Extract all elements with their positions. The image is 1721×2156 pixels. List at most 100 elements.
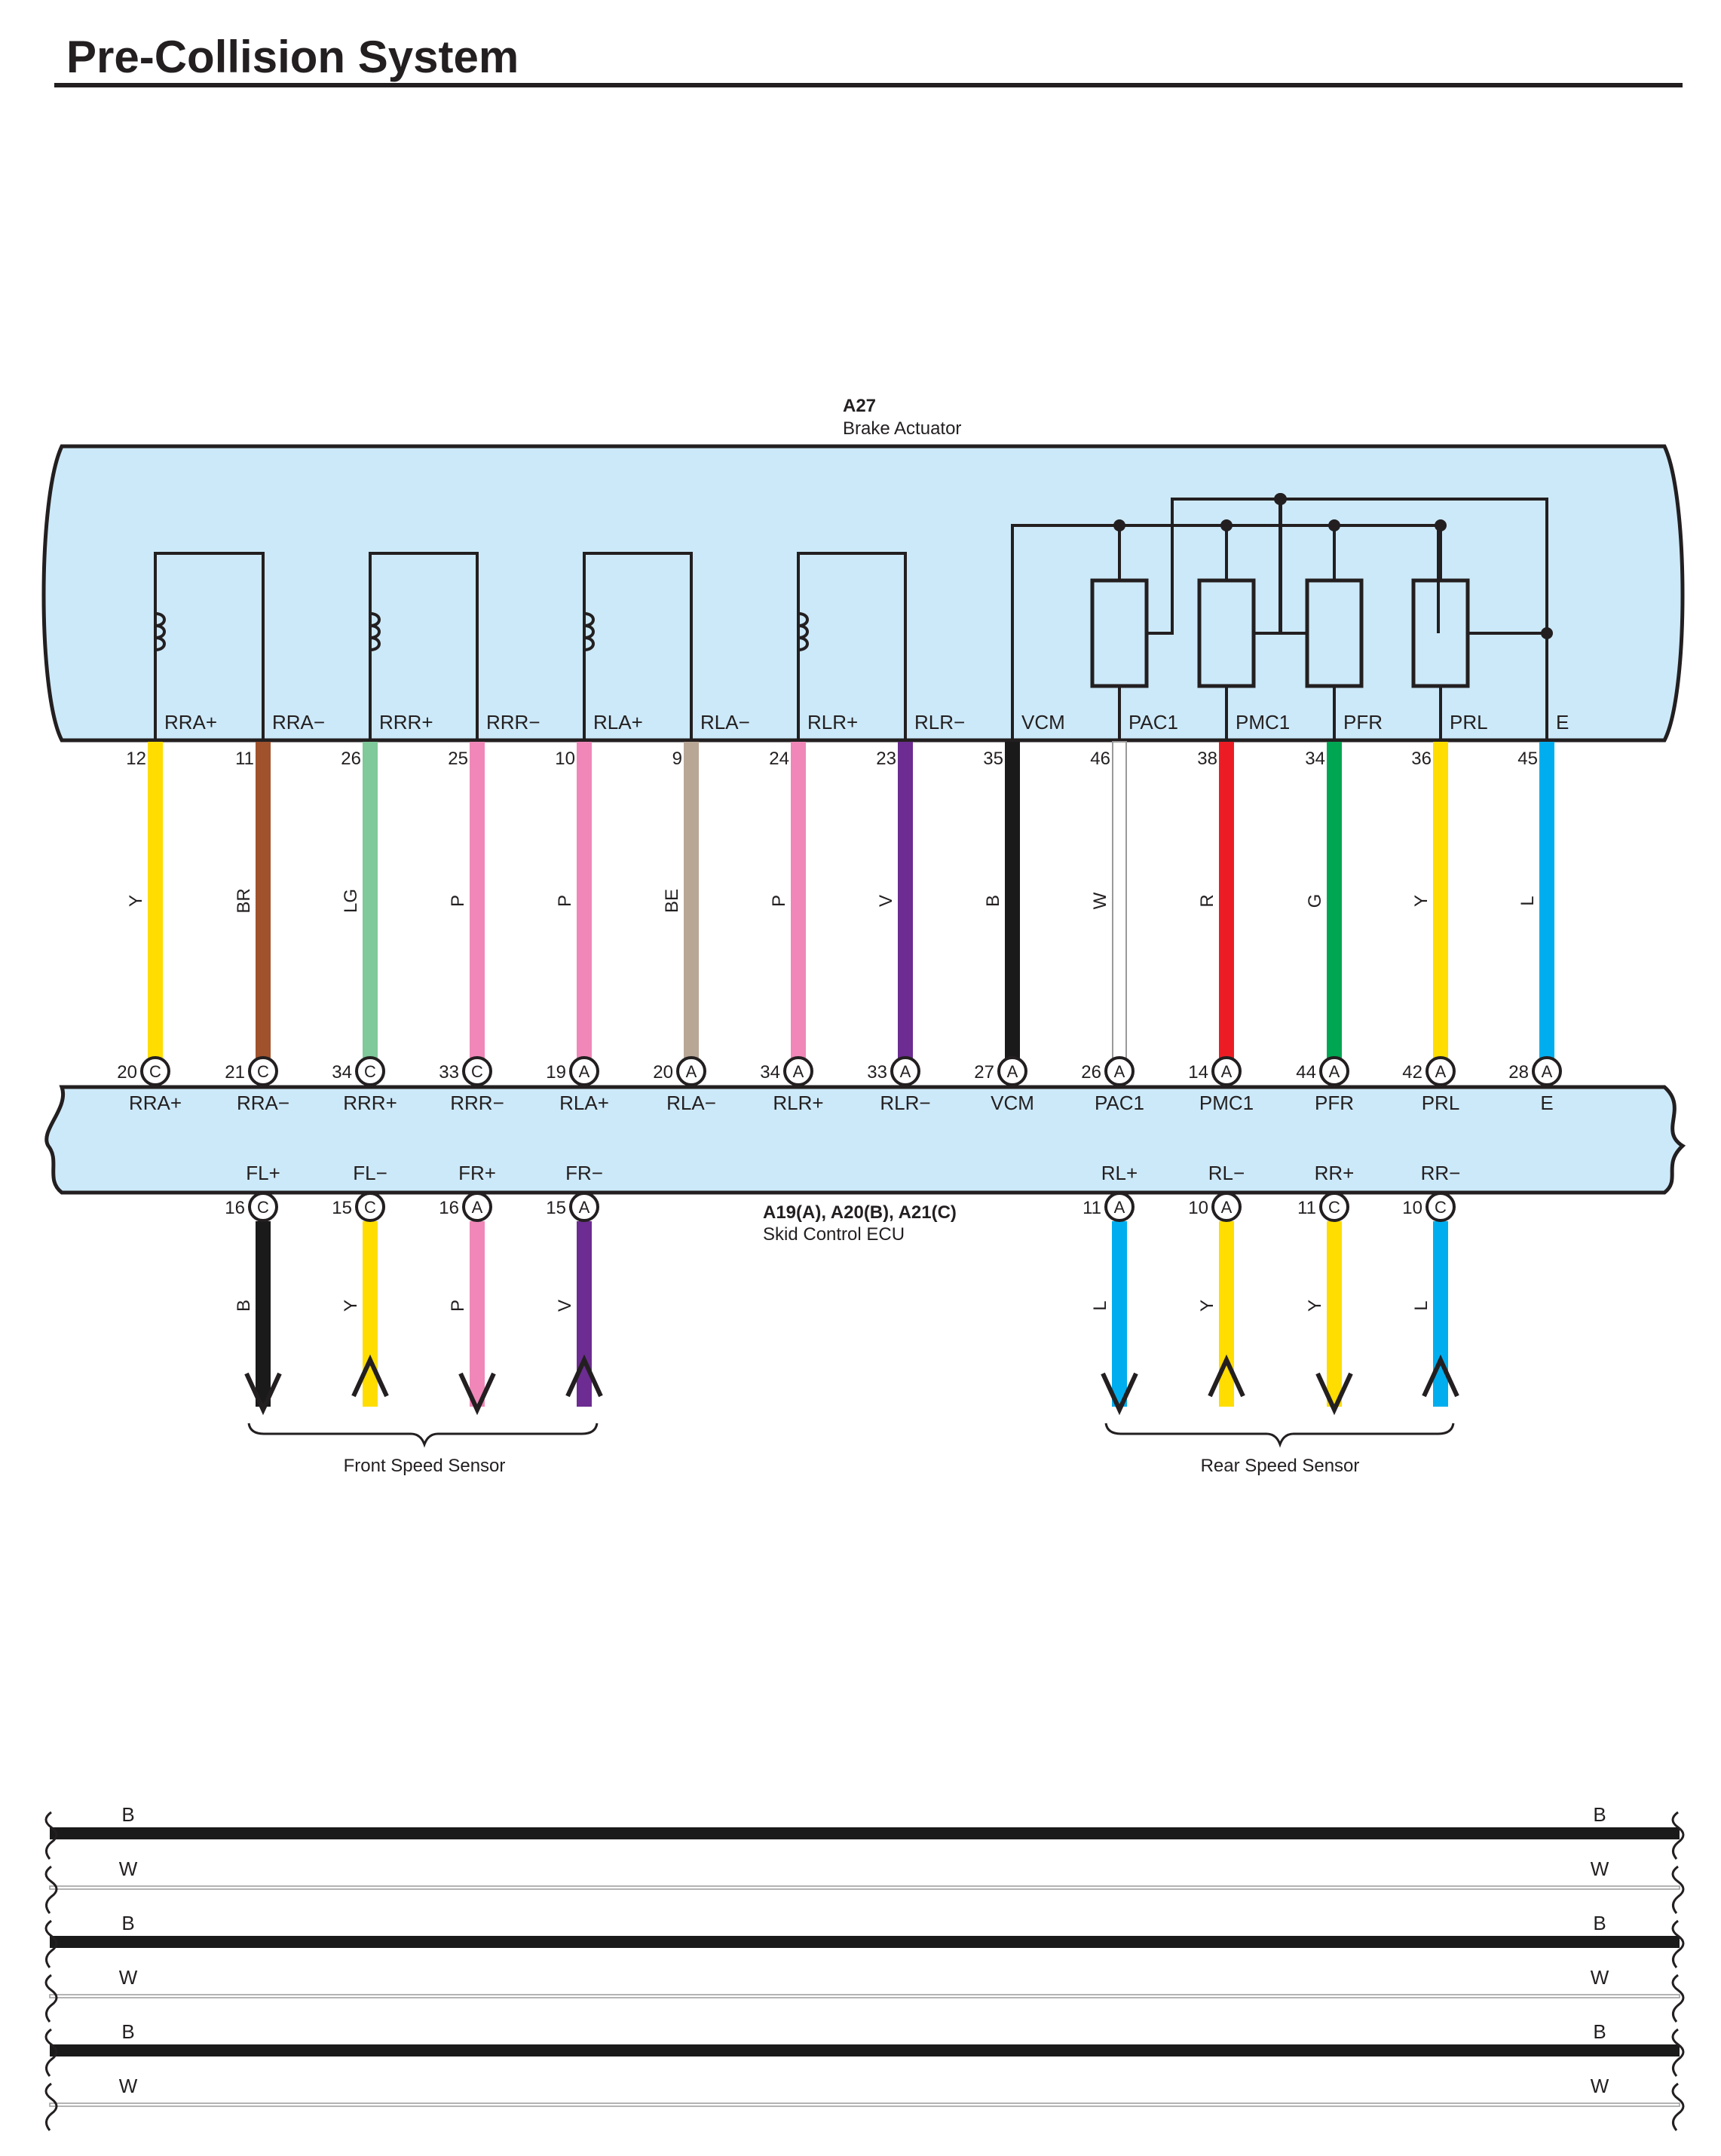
long-wire-label-left: W [119, 2075, 138, 2097]
wire-9 [1112, 741, 1127, 1064]
ecu-pin-name: RLR− [880, 1092, 930, 1114]
sensor-wire-7 [1433, 1221, 1448, 1407]
break-mark-right [1671, 1865, 1685, 1914]
arrow-up-icon [565, 1354, 603, 1398]
connector-circle-b0 [248, 1192, 278, 1222]
connector-letter: A [1435, 1062, 1447, 1081]
connector-letter: A [1542, 1062, 1553, 1081]
ecu-bottom-pin-name: RR− [1421, 1162, 1461, 1184]
connector-letter: C [149, 1062, 161, 1081]
ecu-pin-number: 10 [1188, 1198, 1208, 1218]
connector-circle-10 [1211, 1056, 1242, 1086]
ground-rail-3 [1254, 499, 1282, 635]
ecu-pin-number: 21 [225, 1062, 245, 1083]
wire-color-label: BR [234, 888, 254, 913]
ecu-pin-number: 15 [546, 1198, 566, 1218]
long-wire-label-right: B [1593, 2020, 1606, 2043]
wire-color-label: Y [1305, 1300, 1325, 1312]
wire-7 [898, 742, 913, 1063]
junction-dot [1113, 519, 1125, 531]
actuator-pin-name: PFR [1343, 711, 1383, 733]
connector-circle-b3 [569, 1192, 599, 1222]
wire-8 [1005, 742, 1020, 1063]
connector-letter: A [579, 1062, 590, 1081]
solenoid-coil-icon [798, 612, 809, 651]
connector-circle-5 [676, 1056, 706, 1086]
ecu-top-pins: C20RRA+C21RRA−C34RRR+C33RRR−A19RLA+A20RL… [117, 1056, 1562, 1114]
wire-0 [148, 742, 163, 1063]
page-title: Pre-Collision System [66, 32, 519, 82]
ecu-pin-number: 16 [439, 1198, 459, 1218]
ecu-pin-name: RLR+ [773, 1092, 823, 1114]
arrow-down-icon [458, 1372, 496, 1416]
long-wire-label-right: W [1591, 1857, 1609, 1880]
long-wire-label-right: B [1593, 1912, 1606, 1934]
connector-circle-4 [569, 1056, 599, 1086]
long-wire-label-right: W [1591, 2075, 1609, 2097]
actuator-pin-name: PAC1 [1128, 711, 1178, 733]
coil-loop-3 [583, 552, 693, 740]
sensor-wire-4 [1112, 1221, 1127, 1407]
ecu-pin-number: 11 [1297, 1198, 1316, 1218]
ecu-pin-name: RRA− [237, 1092, 289, 1114]
wire-1 [256, 742, 271, 1063]
ecu-pin-name: RRA+ [129, 1092, 182, 1114]
sensor-wire-6 [1327, 1221, 1342, 1407]
wire-6 [791, 742, 806, 1063]
actuator-pin-number: 26 [341, 749, 361, 769]
long-wire-label-left: B [121, 1803, 134, 1826]
ecu-pin-number: 20 [117, 1062, 137, 1083]
break-mark-right [1671, 1811, 1685, 1860]
ecu-bottom-pin-name: RL− [1208, 1162, 1245, 1184]
wire-color-label: P [769, 895, 789, 907]
ecu-pin-number: 42 [1402, 1062, 1422, 1083]
ecu-pin-number: 19 [546, 1062, 566, 1083]
actuator-pin-name: RRA− [272, 711, 325, 733]
connector-circle-11 [1319, 1056, 1349, 1086]
connector-circle-b5 [1211, 1192, 1242, 1222]
ecu-bottom-pin-name: FR+ [458, 1162, 496, 1184]
sensor-wire-1 [363, 1221, 378, 1407]
ecu-pin-name: RRR+ [343, 1092, 397, 1114]
actuator-pin-number: 11 [235, 749, 254, 769]
wire-color-label: R [1197, 894, 1217, 907]
rear-sensor-label: Rear Speed Sensor [1201, 1456, 1360, 1476]
skid-ecu-id: A19(A), A20(B), A21(C) [763, 1202, 957, 1223]
actuator-pin-name: RRR+ [379, 711, 433, 733]
coil-loop-2 [369, 552, 479, 740]
long-wire-label-left: B [121, 1912, 134, 1934]
connector-letter: C [471, 1062, 483, 1081]
wire-12 [1433, 742, 1448, 1063]
junction-dot [1275, 493, 1287, 505]
title-rule [54, 83, 1683, 87]
connector-letter: C [1328, 1198, 1340, 1217]
connector-letter: C [364, 1198, 376, 1217]
wire-13 [1539, 742, 1554, 1063]
break-mark-left [44, 1974, 58, 2023]
junction-dot [1328, 519, 1340, 531]
wire-10 [1219, 742, 1234, 1063]
brake-actuator-box [41, 444, 1685, 743]
front-sensor-brace [247, 1423, 599, 1448]
actuator-pin-number: 34 [1305, 749, 1325, 769]
long-wire-W [49, 1994, 1680, 1998]
connector-letter: A [1114, 1062, 1125, 1081]
actuator-pin-name: RLA+ [593, 711, 643, 733]
long-wire-B [50, 2044, 1680, 2056]
ecu-bottom-pin-name: FR− [565, 1162, 603, 1184]
ecu-pin-number: 44 [1296, 1062, 1316, 1083]
sensor-wire-2 [470, 1221, 485, 1407]
ecu-pin-name: PRL [1422, 1092, 1460, 1114]
long-wire-label-left: B [121, 2020, 134, 2043]
actuator-pin-number: 12 [126, 749, 146, 769]
ecu-bottom-pin-name: RL+ [1101, 1162, 1138, 1184]
connector-letter: A [793, 1062, 804, 1081]
connector-circle-3 [462, 1056, 492, 1086]
wire-3 [470, 742, 485, 1063]
wire-5 [684, 742, 699, 1063]
actuator-pin-name: RLR+ [807, 711, 858, 733]
connector-letter: C [257, 1062, 269, 1081]
long-wire-B [50, 1936, 1680, 1948]
ecu-pin-number: 33 [439, 1062, 459, 1083]
connector-circle-8 [997, 1056, 1027, 1086]
